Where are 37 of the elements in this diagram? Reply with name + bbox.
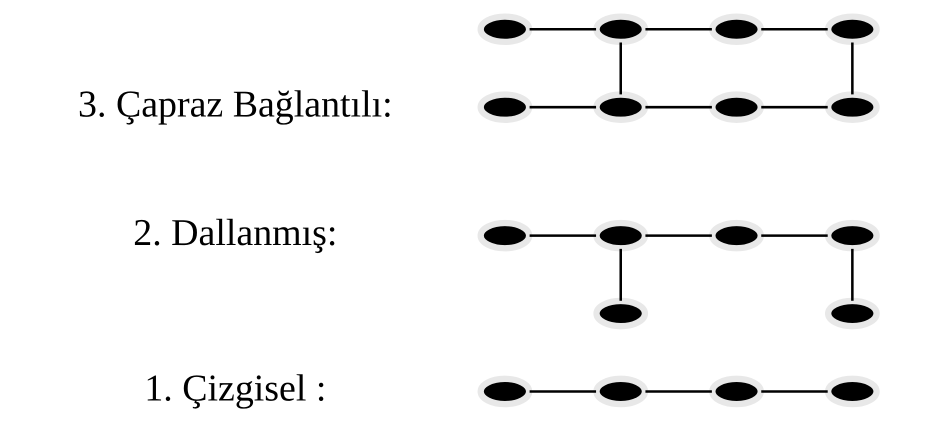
connector [851, 248, 854, 301]
node-ellipse [593, 13, 648, 46]
label: 1. Çizgisel : [144, 368, 326, 410]
node-ellipse [478, 220, 532, 252]
connector [851, 42, 854, 94]
node-ellipse [593, 220, 648, 252]
node-ellipse [478, 376, 532, 408]
node-ellipse [593, 91, 648, 123]
node-ellipse [824, 220, 880, 252]
label: 3. Çapraz Bağlantılı: [78, 83, 393, 126]
connector [645, 106, 712, 108]
node-ellipse [593, 298, 648, 330]
connector [645, 390, 712, 393]
node-ellipse [824, 376, 880, 408]
connector [530, 106, 596, 108]
node-ellipse [824, 13, 880, 46]
connector [619, 248, 622, 301]
connector [530, 234, 596, 237]
connector [761, 106, 828, 108]
node-ellipse [824, 91, 880, 123]
node-ellipse [478, 13, 532, 46]
connector [645, 28, 712, 31]
node-ellipse [709, 220, 764, 252]
connector [530, 390, 596, 393]
node-ellipse [824, 298, 880, 330]
node-ellipse [709, 376, 764, 408]
node-ellipse [709, 91, 764, 123]
node-ellipse [709, 13, 764, 46]
connector [530, 28, 596, 31]
node-ellipse [593, 376, 648, 408]
connector [645, 234, 712, 237]
connector [619, 42, 622, 94]
label: 2. Dallanmış: [133, 212, 338, 254]
connector [761, 234, 828, 237]
connector [761, 390, 828, 393]
node-ellipse [478, 91, 532, 123]
connector [761, 28, 828, 31]
